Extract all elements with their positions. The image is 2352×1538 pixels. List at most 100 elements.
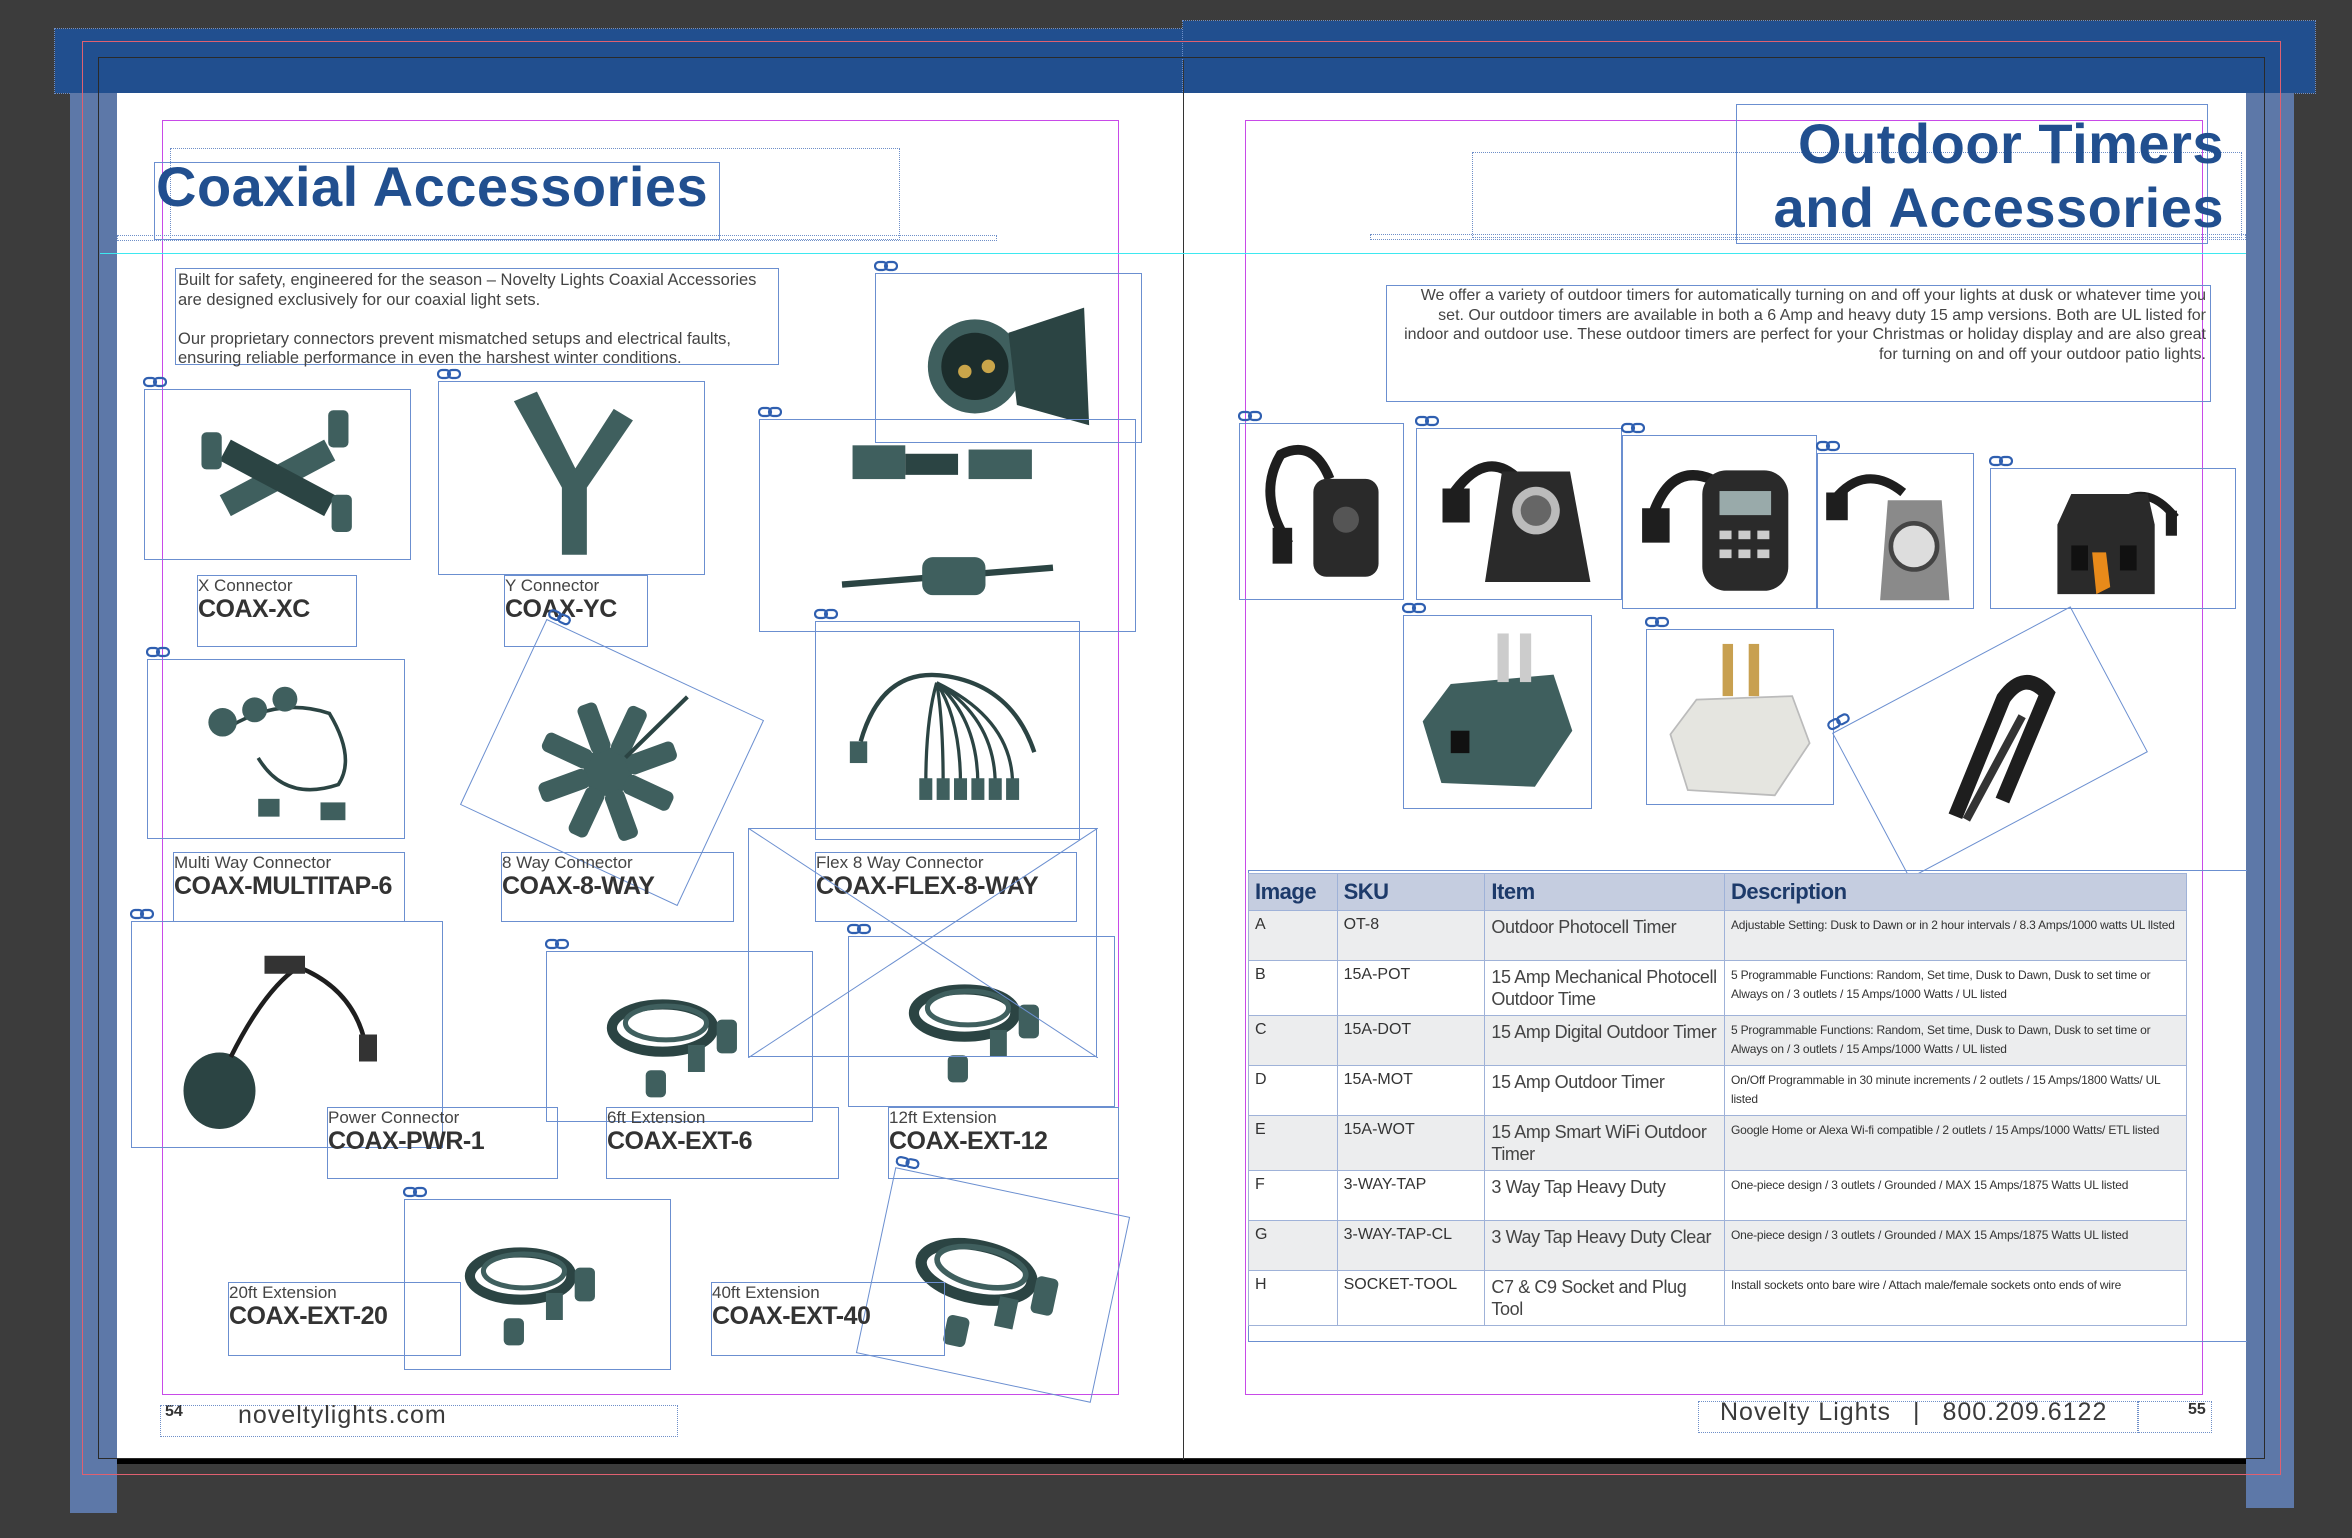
table-cell: 15A-POT [1336,960,1486,1016]
product-label: 40ft Extension [712,1283,820,1302]
table-cell: 3-WAY-TAP [1336,1170,1486,1221]
link-icon[interactable] [1402,602,1426,614]
product-label: Multi Way Connector [174,853,332,872]
empty-frame-placeholder[interactable] [748,828,1098,1058]
title-line-2: and Accessories [1773,176,2224,239]
link-icon[interactable] [814,608,838,620]
product-sku: COAX-FLEX-8-WAY [816,872,1039,900]
mechanical-timer-image [1442,461,1591,582]
product-image[interactable] [146,646,405,839]
product-sku: COAX-8-WAY [502,872,655,900]
column-header: Item [1484,873,1725,911]
timer-image[interactable] [1402,602,1592,809]
coil-image [464,1247,595,1346]
product-image[interactable] [545,938,813,1122]
table-cell: 15 Amp Outdoor Timer [1484,1065,1725,1116]
timer-image[interactable] [1827,606,2148,879]
product-image[interactable] [855,1156,1131,1403]
product-image[interactable] [130,908,443,1148]
table-cell: B [1248,960,1338,1016]
link-icon[interactable] [146,646,170,658]
link-icon[interactable] [403,1186,427,1198]
footer-frame-left [160,1405,678,1437]
table-cell: C [1248,1015,1338,1066]
table-cell: 15A-DOT [1336,1015,1486,1066]
socket-tool-image [1948,675,2056,822]
timer-image[interactable] [1621,422,1817,609]
title-frame-right[interactable] [1736,104,2208,244]
product-image[interactable] [814,608,1080,840]
flex-image [849,672,1037,800]
y-connector-image [513,391,633,555]
column-header: SKU [1336,873,1486,911]
cable-set-image [841,445,1054,596]
timer-image[interactable] [1415,415,1622,600]
footer-url: noveltylights.com [238,1401,447,1429]
product-image-cable-set[interactable] [758,406,1136,632]
product-image[interactable] [143,376,411,560]
product-image[interactable] [459,609,765,907]
product-sku: COAX-YC [505,595,617,623]
table-cell: Adjustable Setting: Dusk to Dawn or in 2… [1723,910,2188,961]
intro-text-frame[interactable]: Built for safety, engineered for the sea… [175,268,779,367]
link-icon[interactable] [546,607,573,628]
link-icon[interactable] [895,1154,921,1171]
product-label: Y Connector [505,576,600,595]
link-icon[interactable] [847,923,871,935]
link-icon[interactable] [545,938,569,950]
horizontal-guide[interactable] [100,253,2246,254]
table-cell: 15 Amp Digital Outdoor Timer [1484,1015,1725,1066]
link-icon[interactable] [1238,410,1262,422]
link-icon[interactable] [874,260,898,272]
product-image[interactable] [847,923,1115,1107]
product-image[interactable] [437,368,705,575]
table-cell: 15A-WOT [1336,1115,1486,1171]
link-icon[interactable] [143,376,167,388]
link-icon[interactable] [437,368,461,380]
page-number-right: 55 [2188,1401,2206,1418]
link-icon[interactable] [758,406,782,418]
table-cell: 3-WAY-TAP-CL [1336,1220,1486,1271]
product-image-plug-closeup[interactable] [874,260,1142,443]
multitap-image [208,686,348,821]
title-frame[interactable] [154,162,720,240]
product-label: 12ft Extension [889,1108,997,1127]
timer-image[interactable] [1989,455,2236,609]
table-cell: F [1248,1170,1338,1221]
table-cell: Google Home or Alexa Wi-fi compatible / … [1723,1115,2188,1171]
link-icon[interactable] [1621,422,1645,434]
page-number-frame [2138,1401,2212,1433]
link-icon[interactable] [1989,455,2013,467]
product-sku: COAX-EXT-20 [229,1302,388,1330]
timer-image[interactable] [1238,410,1404,600]
timer-image[interactable] [1816,440,1974,609]
link-icon[interactable] [130,908,154,920]
link-icon[interactable] [1825,711,1852,733]
left-bleed-strip [70,93,117,1513]
intro-text-frame-right[interactable]: We offer a variety of outdoor timers for… [1386,285,2211,402]
link-icon[interactable] [1816,440,1840,452]
timer-image[interactable] [1645,616,1834,805]
link-icon[interactable] [1645,616,1669,628]
outdoor-timer-image [1826,474,1950,601]
product-image[interactable] [403,1186,671,1370]
product-sku: COAX-MULTITAP-6 [174,872,392,900]
product-label: 6ft Extension [607,1108,706,1127]
footer-phone: 800.209.6122 [1942,1398,2108,1426]
table-cell: 3 Way Tap Heavy Duty [1484,1170,1725,1221]
top-bleed-bar-left [54,28,1186,94]
product-label: Power Connector [328,1108,460,1127]
link-icon[interactable] [1415,415,1439,427]
